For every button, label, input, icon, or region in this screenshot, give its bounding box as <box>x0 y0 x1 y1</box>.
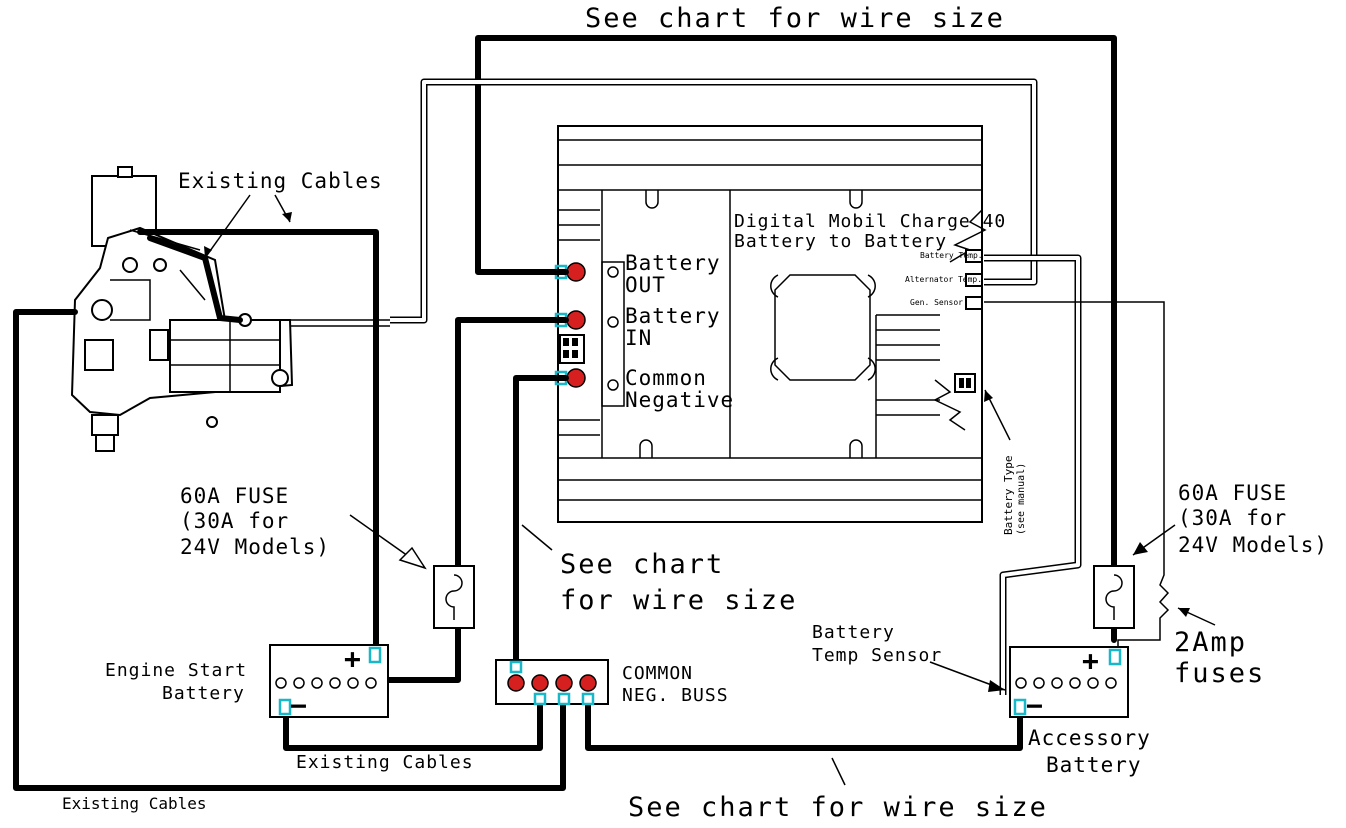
charger-name-line2: Battery to Battery <box>734 231 947 252</box>
battery-type-label-1: Battery Type <box>1002 456 1015 535</box>
engine-start-label-1: Engine Start <box>105 660 247 681</box>
battery-in-label-1: Battery <box>625 304 721 328</box>
common-neg-buss-label-2: NEG. BUSS <box>622 685 729 706</box>
engine-start-label-2: Battery <box>162 683 245 704</box>
alternator-illustration <box>70 166 294 452</box>
minus-sign: − <box>1026 689 1043 722</box>
fuse-right-label-1: 60A FUSE <box>1178 481 1287 505</box>
fuse-right <box>1093 565 1135 629</box>
common-neg-buss <box>495 659 609 706</box>
fuse-left-label-3: 24V Models) <box>180 535 330 559</box>
fuse-right-label-3: 24V Models) <box>1178 533 1328 557</box>
common-negative-label-1: Common <box>625 366 707 390</box>
battery-out-cable <box>475 35 1117 643</box>
battery-temp-sensor-label-2: Temp Sensor <box>812 645 942 666</box>
pointer-lines <box>204 194 1216 786</box>
battery-type-label-2: (see manual) <box>1016 463 1027 535</box>
common-negative-cable <box>513 375 569 671</box>
heavy-cables <box>13 35 1117 791</box>
existing-cables-bottom-label: Existing Cables <box>62 794 207 813</box>
accessory-label-2: Battery <box>1046 753 1142 777</box>
middle-wire-size-label-2: for wire size <box>560 585 797 616</box>
alternator-output-cable <box>137 229 379 658</box>
minus-sign: − <box>290 689 307 722</box>
battery-in-label-2: IN <box>625 326 652 350</box>
charger-unit <box>557 125 987 523</box>
fuse-left-label-1: 60A FUSE <box>180 484 289 508</box>
gen-sensor-small-label: Gen. Sensor <box>910 298 963 307</box>
plus-sign: + <box>344 642 361 675</box>
middle-wire-size-label-1: See chart <box>560 549 724 580</box>
battery-out-label-2: OUT <box>625 273 666 297</box>
accessory-label-1: Accessory <box>1028 726 1151 750</box>
fuse-left <box>433 565 475 629</box>
charger-name-line1: Digital Mobil Charge 40 <box>734 211 1006 232</box>
accessory-battery: + − <box>1009 644 1129 722</box>
battery-out-label-1: Battery <box>625 251 721 275</box>
battery-in-terminal <box>566 310 586 330</box>
alternator-temp-small-label: Alternator Temp. <box>905 275 982 284</box>
plus-sign: + <box>1082 644 1099 677</box>
battery-temp-small-label: Battery Temp. <box>920 251 983 260</box>
existing-cables-top-label: Existing Cables <box>178 169 383 193</box>
text-labels: See chart for wire size Existing Cables … <box>62 3 1328 823</box>
start-negative-cable <box>283 695 543 751</box>
sensor-wires <box>290 78 1170 695</box>
top-wire-size-label: See chart for wire size <box>585 3 1005 34</box>
battery-out-terminal <box>566 262 586 282</box>
fuse-right-label-2: (30A for <box>1178 506 1287 530</box>
fuse-left-label-2: (30A for <box>180 509 289 533</box>
battery-temp-sensor-label-1: Battery <box>812 622 895 643</box>
engine-start-battery: + − <box>269 642 389 722</box>
two-amp-fuses-label-2: fuses <box>1174 658 1265 689</box>
common-neg-buss-label-1: COMMON <box>622 663 693 684</box>
common-negative-label-2: Negative <box>625 388 734 412</box>
accessory-negative-cable <box>585 695 1023 751</box>
engine-ground-cable <box>13 309 566 791</box>
existing-cables-mid-label: Existing Cables <box>296 752 474 773</box>
two-amp-fuses-label-1: 2Amp <box>1174 627 1247 658</box>
bottom-wire-size-label: See chart for wire size <box>628 792 1048 823</box>
common-negative-terminal <box>566 368 586 388</box>
